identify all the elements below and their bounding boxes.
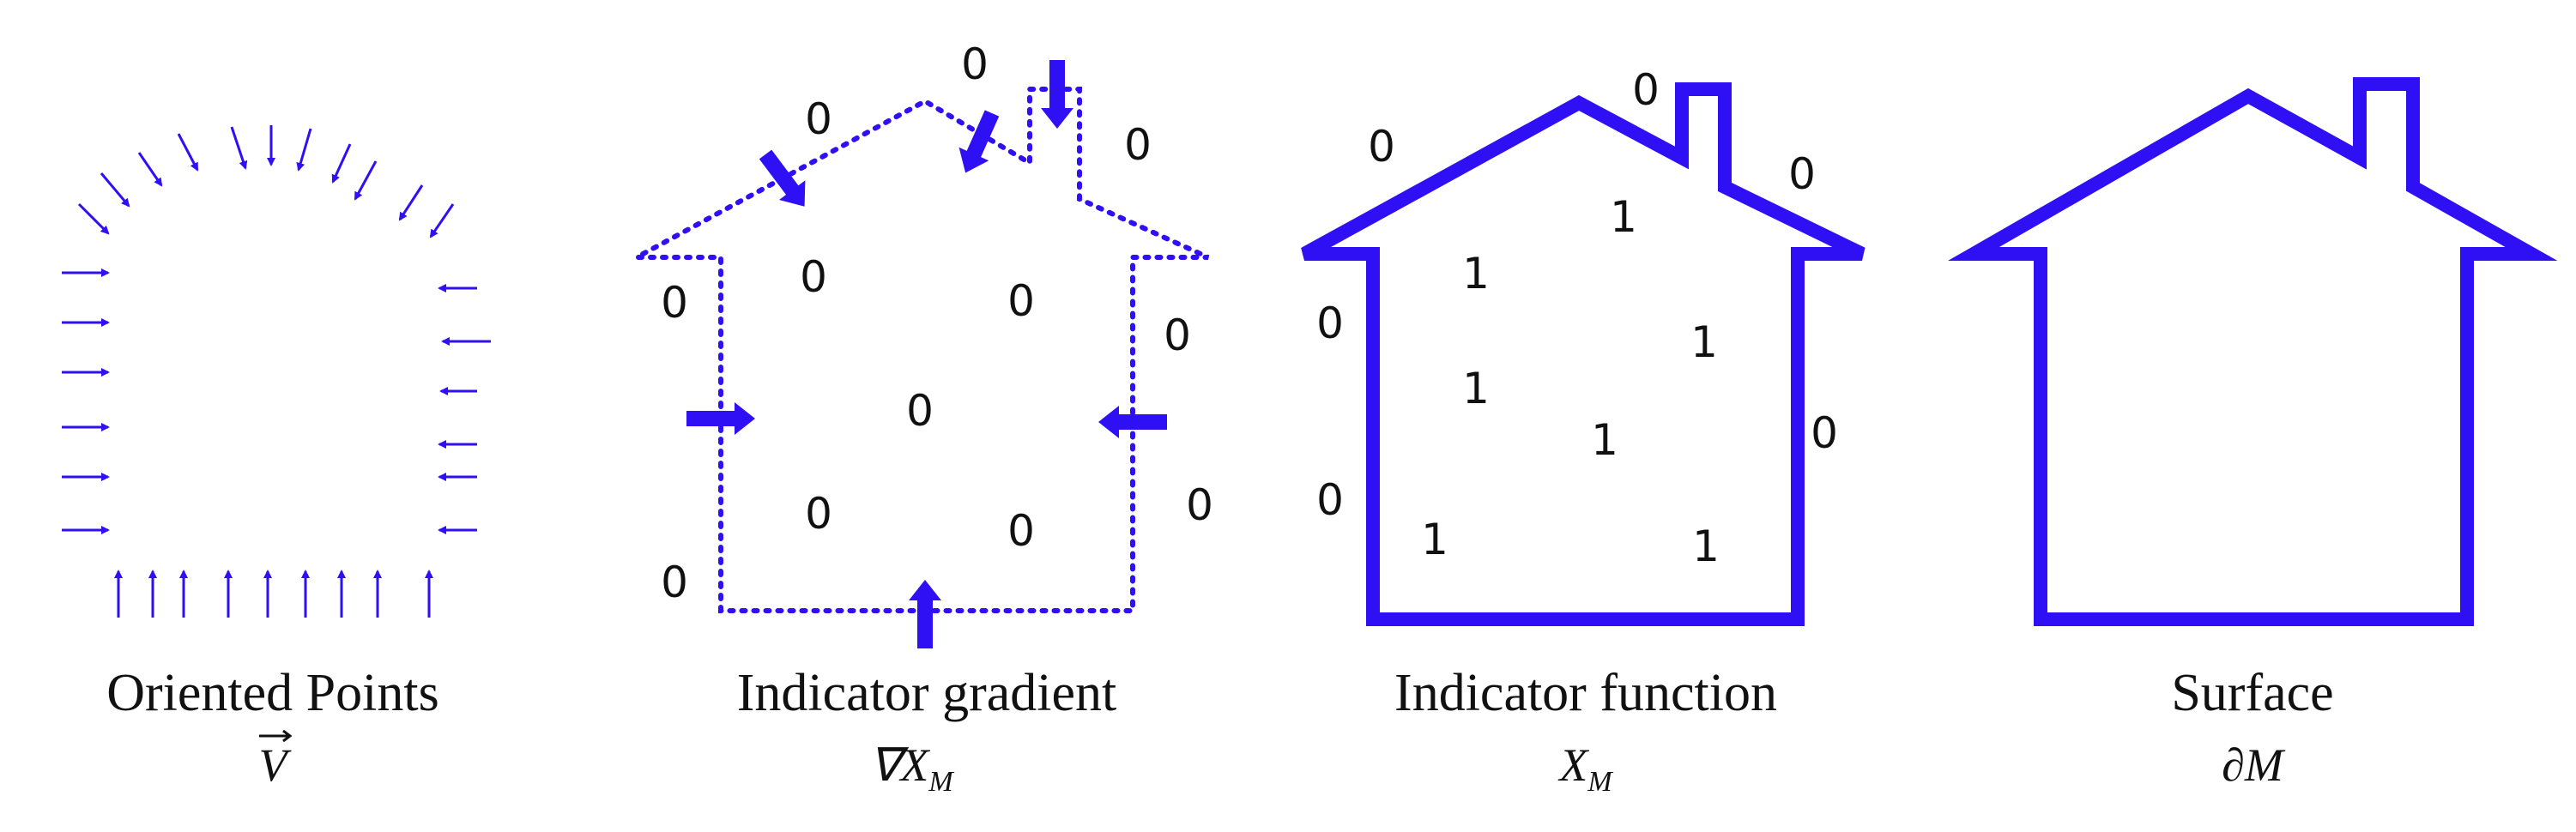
normal-arrow [429,203,455,238]
zero-label: 0 [1164,310,1191,360]
inside-one-label: 1 [1692,522,1720,571]
symbol-gradient: ∇XM [869,739,954,798]
outside-zero-label: 0 [1632,65,1660,115]
gradient-house-outline [635,87,1210,613]
inside-one-label: 1 [1421,515,1448,564]
panel-indicator-gradient: 0 0 0 0 0 0 0 0 0 0 0 0 [635,39,1213,648]
zero-label: 0 [805,489,832,539]
function-value-labels: 0 0 0 0 0 0 1 1 1 1 1 1 1 [1316,65,1838,571]
normal-arrow [177,133,199,172]
gradient-arrow [1041,60,1073,129]
normal-arrow [230,126,248,170]
normal-arrow [354,160,378,201]
gradient-arrow [909,580,941,648]
function-house-outline [1301,82,1865,626]
oriented-normal-arrows [62,125,491,618]
outside-zero-label: 0 [1316,475,1344,525]
gradient-arrow [686,402,755,435]
normal-arrow [296,128,312,172]
symbol-v: V [259,739,293,791]
zero-label: 0 [805,94,832,144]
vector-arrow-icon [259,729,293,743]
gradient-arrow [759,149,806,207]
surface-house-outline [1948,77,2558,626]
inside-one-label: 1 [1462,249,1490,298]
gradient-arrow [1098,406,1167,438]
zero-label: 0 [1007,276,1035,326]
normal-arrow [100,172,130,208]
zero-label: 0 [1124,120,1152,170]
symbol-gradient-subscript: M [928,766,954,798]
captions: Oriented Points V Indicator gradient ∇XM… [106,664,2333,798]
panel-indicator-function: 0 0 0 0 0 0 1 1 1 1 1 1 1 [1301,65,1865,626]
symbol-indicator-main: X [1557,739,1589,791]
normal-arrow [137,152,163,187]
outside-zero-label: 0 [1316,298,1344,348]
panel-surface [1948,77,2558,626]
zero-label: 0 [906,386,934,436]
caption-surface: Surface [2171,664,2333,722]
zero-label: 0 [661,558,688,607]
inside-one-label: 1 [1610,192,1637,242]
panel-oriented-points [62,125,491,618]
zero-label: 0 [800,252,827,302]
outside-zero-label: 0 [1368,122,1395,172]
symbol-indicator: XM [1557,739,1613,798]
outside-zero-label: 0 [1788,149,1816,199]
symbol-gradient-main: ∇X [869,739,930,791]
caption-indicator-gradient: Indicator gradient [737,664,1116,722]
zero-label: 0 [1007,506,1035,556]
zero-label: 0 [1186,480,1213,530]
inside-one-label: 1 [1462,364,1490,413]
normal-arrow [331,143,352,184]
normal-arrow [77,202,110,235]
zero-label: 0 [661,278,688,328]
zero-label: 0 [961,39,989,89]
normal-arrow [398,184,424,221]
inside-one-label: 1 [1690,317,1718,367]
gradient-zero-labels: 0 0 0 0 0 0 0 0 0 0 0 0 [661,39,1213,607]
symbol-boundary: ∂M [2222,739,2286,791]
gradient-arrow [958,110,1000,173]
inside-one-label: 1 [1591,415,1618,465]
outside-zero-label: 0 [1811,408,1838,458]
caption-oriented-points: Oriented Points [106,664,438,722]
symbol-indicator-subscript: M [1587,766,1613,798]
gradient-arrows [686,60,1167,648]
symbol-vector-v: V [259,729,293,791]
caption-indicator-function: Indicator function [1394,664,1777,722]
